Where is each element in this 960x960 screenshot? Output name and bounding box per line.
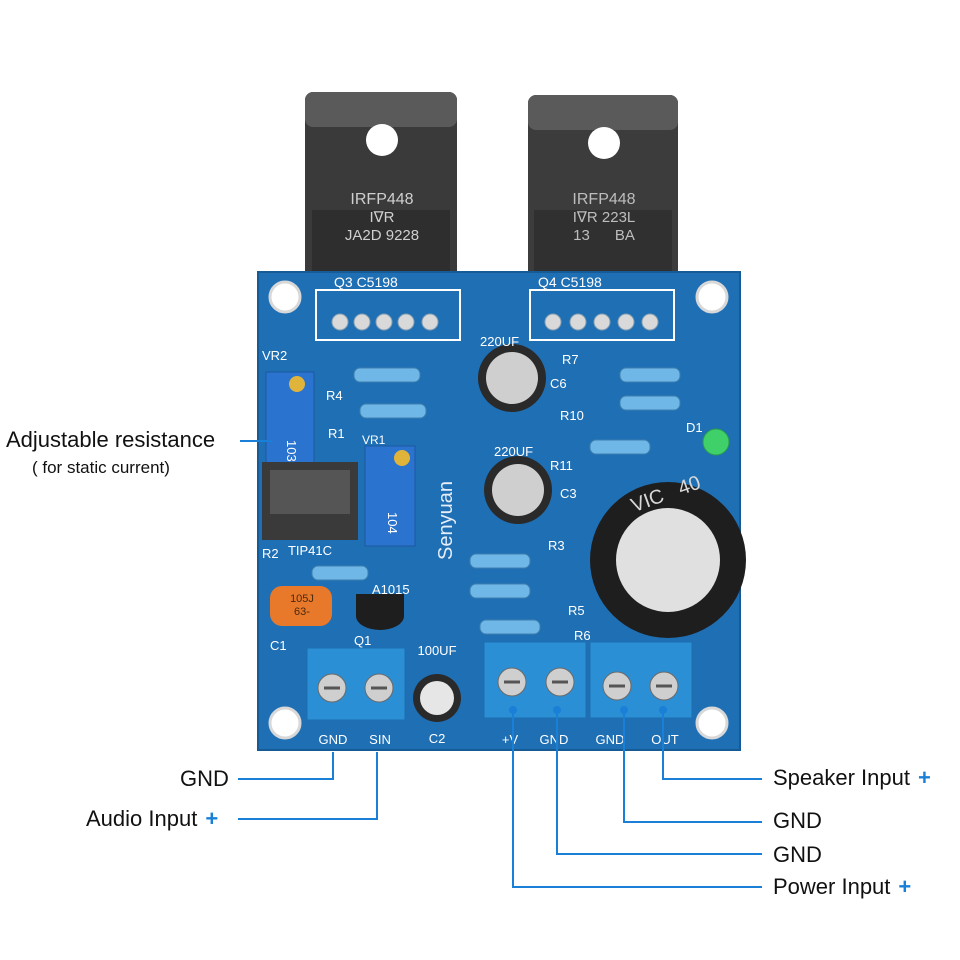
label-r10: R10: [560, 408, 584, 423]
callout-static-current: ( for static current): [32, 458, 170, 477]
label-a1015: A1015: [372, 582, 410, 597]
film-capacitor-c1: [270, 586, 332, 626]
label-r5: R5: [568, 603, 585, 618]
terminal-block-output: [589, 641, 693, 719]
terminal-label-gnd-1: GND: [319, 732, 348, 747]
callout-power-input: Power Input +: [773, 874, 911, 900]
q4-marking-1: IRFP448: [572, 191, 635, 208]
leader-gnd-right-2: [556, 710, 762, 855]
pcb-board: Q3 C5198 Q4 C5198 103 VR2 TIP41C 104 VR1…: [257, 271, 746, 751]
resistors: [311, 367, 681, 635]
callout-gnd-right-2: GND: [773, 842, 822, 867]
transistor-q1: [356, 594, 404, 630]
label-r1: R1: [328, 426, 345, 441]
label-tip41c: TIP41C: [288, 543, 332, 558]
q3-marking-1: IRFP448: [350, 191, 413, 208]
mounting-hole: [268, 280, 302, 314]
leader-power-input: [512, 710, 762, 888]
leader-gnd-right-1: [623, 710, 762, 823]
terminal-label-gnd-3: GND: [596, 732, 625, 747]
leader-lines: [238, 440, 762, 888]
audio-input-label: Audio Input: [86, 806, 198, 831]
label-r3: R3: [548, 538, 565, 553]
terminal-label-v: +V: [502, 732, 519, 747]
q3-marking-2: I∇R: [369, 209, 394, 226]
terminal-block-power: [483, 641, 587, 719]
transistor-q4: IRFP448 I∇R 223L 13 BA: [528, 95, 678, 282]
speaker-input-label: Speaker Input: [773, 765, 910, 790]
terminal-label-sin: SIN: [369, 732, 391, 747]
label-q1: Q1: [354, 633, 371, 648]
power-input-label: Power Input: [773, 874, 891, 899]
terminal-label-out: OUT: [651, 732, 679, 747]
label-r2: R2: [262, 546, 279, 561]
terminal-label-gnd-2: GND: [540, 732, 569, 747]
q4-marking-2: I∇R 223L: [573, 209, 636, 226]
label-r6: R6: [574, 628, 591, 643]
mounting-hole: [695, 280, 729, 314]
callout-audio-input: Audio Input +: [86, 806, 218, 832]
label-c1: C1: [270, 638, 287, 653]
label-q3: Q3 C5198: [334, 274, 398, 290]
capacitor-c2: 100UF C2: [413, 643, 461, 746]
audio-input-plus: +: [205, 806, 219, 831]
potentiometer-vr2: [265, 371, 315, 473]
callout-speaker-input: Speaker Input +: [773, 765, 931, 791]
label-c3-value: 220UF: [494, 444, 533, 459]
label-r4: R4: [326, 388, 343, 403]
capacitor-c6: 220UF C6: [478, 334, 567, 412]
vr2-code: 103: [284, 440, 299, 462]
led-d1: [702, 428, 730, 456]
terminal-block-input: [306, 647, 406, 721]
callout-adjustable-resistance: Adjustable resistance: [6, 427, 216, 452]
vr1-code: 104: [385, 512, 400, 534]
label-c3: C3: [560, 486, 577, 501]
brand-senyuan: Senyuan: [435, 481, 457, 560]
callout-gnd-right-1: GND: [773, 808, 822, 833]
mounting-hole: [695, 706, 729, 740]
transistor-q3: IRFP448 I∇R JA2D 9228: [305, 92, 457, 282]
label-r7: R7: [562, 352, 579, 367]
label-vr2: VR2: [262, 348, 287, 363]
label-r11: R11: [550, 458, 573, 473]
q4-marking-3: 13 BA: [573, 227, 635, 244]
speaker-input-plus: +: [917, 765, 931, 790]
label-c6-value: 220UF: [480, 334, 519, 349]
label-c2: C2: [429, 731, 446, 746]
label-c6: C6: [550, 376, 567, 391]
label-vr1: VR1: [362, 433, 386, 447]
label-q4: Q4 C5198: [538, 274, 602, 290]
callout-gnd-left: GND: [180, 766, 229, 791]
power-input-plus: +: [898, 874, 912, 899]
leader-audio-input: [238, 752, 378, 820]
leader-speaker-input: [662, 710, 762, 780]
label-d1: D1: [686, 420, 703, 435]
leader-gnd-left: [238, 752, 334, 780]
capacitor-c3: 220UF C3: [484, 444, 577, 524]
mounting-hole: [268, 706, 302, 740]
label-c2-value: 100UF: [417, 643, 456, 658]
q3-marking-3: JA2D 9228: [345, 227, 419, 244]
